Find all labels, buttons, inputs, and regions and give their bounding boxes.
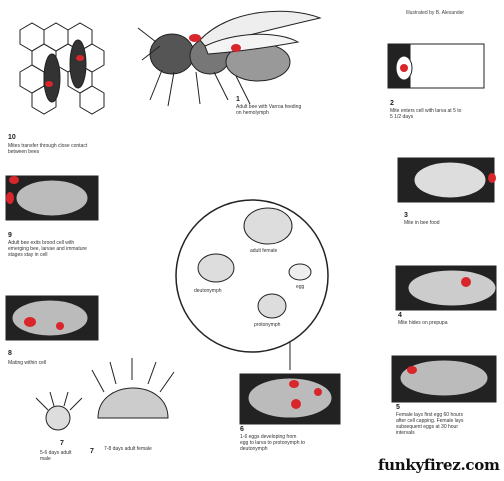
stage-4-number: 4 bbox=[398, 312, 402, 319]
stage-7-male-label: 5-6 days adult male bbox=[40, 450, 74, 462]
stage-1-label: Adult bee with Varroa feeding on hemolym… bbox=[236, 104, 306, 116]
stage-10-label: Mites transfer through close contact bet… bbox=[8, 143, 88, 155]
cell-stage-3 bbox=[398, 158, 494, 202]
stage-9-label: Adult bee exits brood cell with emerging… bbox=[8, 240, 90, 258]
adult-female-label: adult female bbox=[250, 248, 277, 254]
adult-bee-drawing bbox=[138, 11, 320, 106]
stage-3-label: Mite in bee food bbox=[404, 220, 474, 226]
egg-label: egg bbox=[296, 284, 304, 290]
stage-3-number: 3 bbox=[404, 212, 408, 219]
stage-7-male-number: 7 bbox=[60, 440, 64, 447]
stage-7-female-label: 7-8 days adult female bbox=[104, 446, 154, 452]
stage-8-number: 8 bbox=[8, 350, 12, 357]
deutonymph-drawing bbox=[198, 254, 234, 282]
cell-stage-6 bbox=[240, 374, 340, 424]
cell-stage-9 bbox=[6, 176, 98, 220]
stage-6-number: 6 bbox=[240, 426, 244, 433]
cell-stage-8 bbox=[6, 296, 98, 340]
cell-stage-5 bbox=[392, 356, 496, 402]
deutonymph-label: deutonymph bbox=[194, 288, 222, 294]
stage-1-number: 1 bbox=[236, 96, 240, 103]
stage-7-female-number: 7 bbox=[90, 448, 94, 455]
stage-10-number: 10 bbox=[8, 134, 16, 141]
watermark-logo: funkyfirez.com bbox=[378, 456, 500, 474]
stage-5-number: 5 bbox=[396, 404, 400, 411]
stage-4-label: Mite hides on prepupa bbox=[398, 320, 468, 326]
protonymph-drawing bbox=[258, 294, 286, 318]
stage-5-label: Female lays first egg 60 hours after cel… bbox=[396, 412, 468, 436]
stage-9-number: 9 bbox=[8, 232, 12, 239]
illustrator-credit: Illustrated by B. Alexander bbox=[406, 10, 464, 16]
adult-mites-drawing bbox=[36, 358, 174, 430]
stage-2-label: Mite enters cell with larva at 5 to 5 1/… bbox=[390, 108, 462, 120]
honeycomb-drawing bbox=[20, 23, 104, 114]
stage-8-label: Mating within cell bbox=[8, 360, 78, 366]
stage-2-number: 2 bbox=[390, 100, 394, 107]
cell-stage-4 bbox=[396, 266, 496, 310]
protonymph-label: protonymph bbox=[254, 322, 280, 328]
stage-6-label: 1-6 eggs developing from egg to larva to… bbox=[240, 434, 306, 452]
egg-drawing bbox=[289, 264, 311, 280]
adult-female-mite-drawing bbox=[244, 208, 292, 244]
